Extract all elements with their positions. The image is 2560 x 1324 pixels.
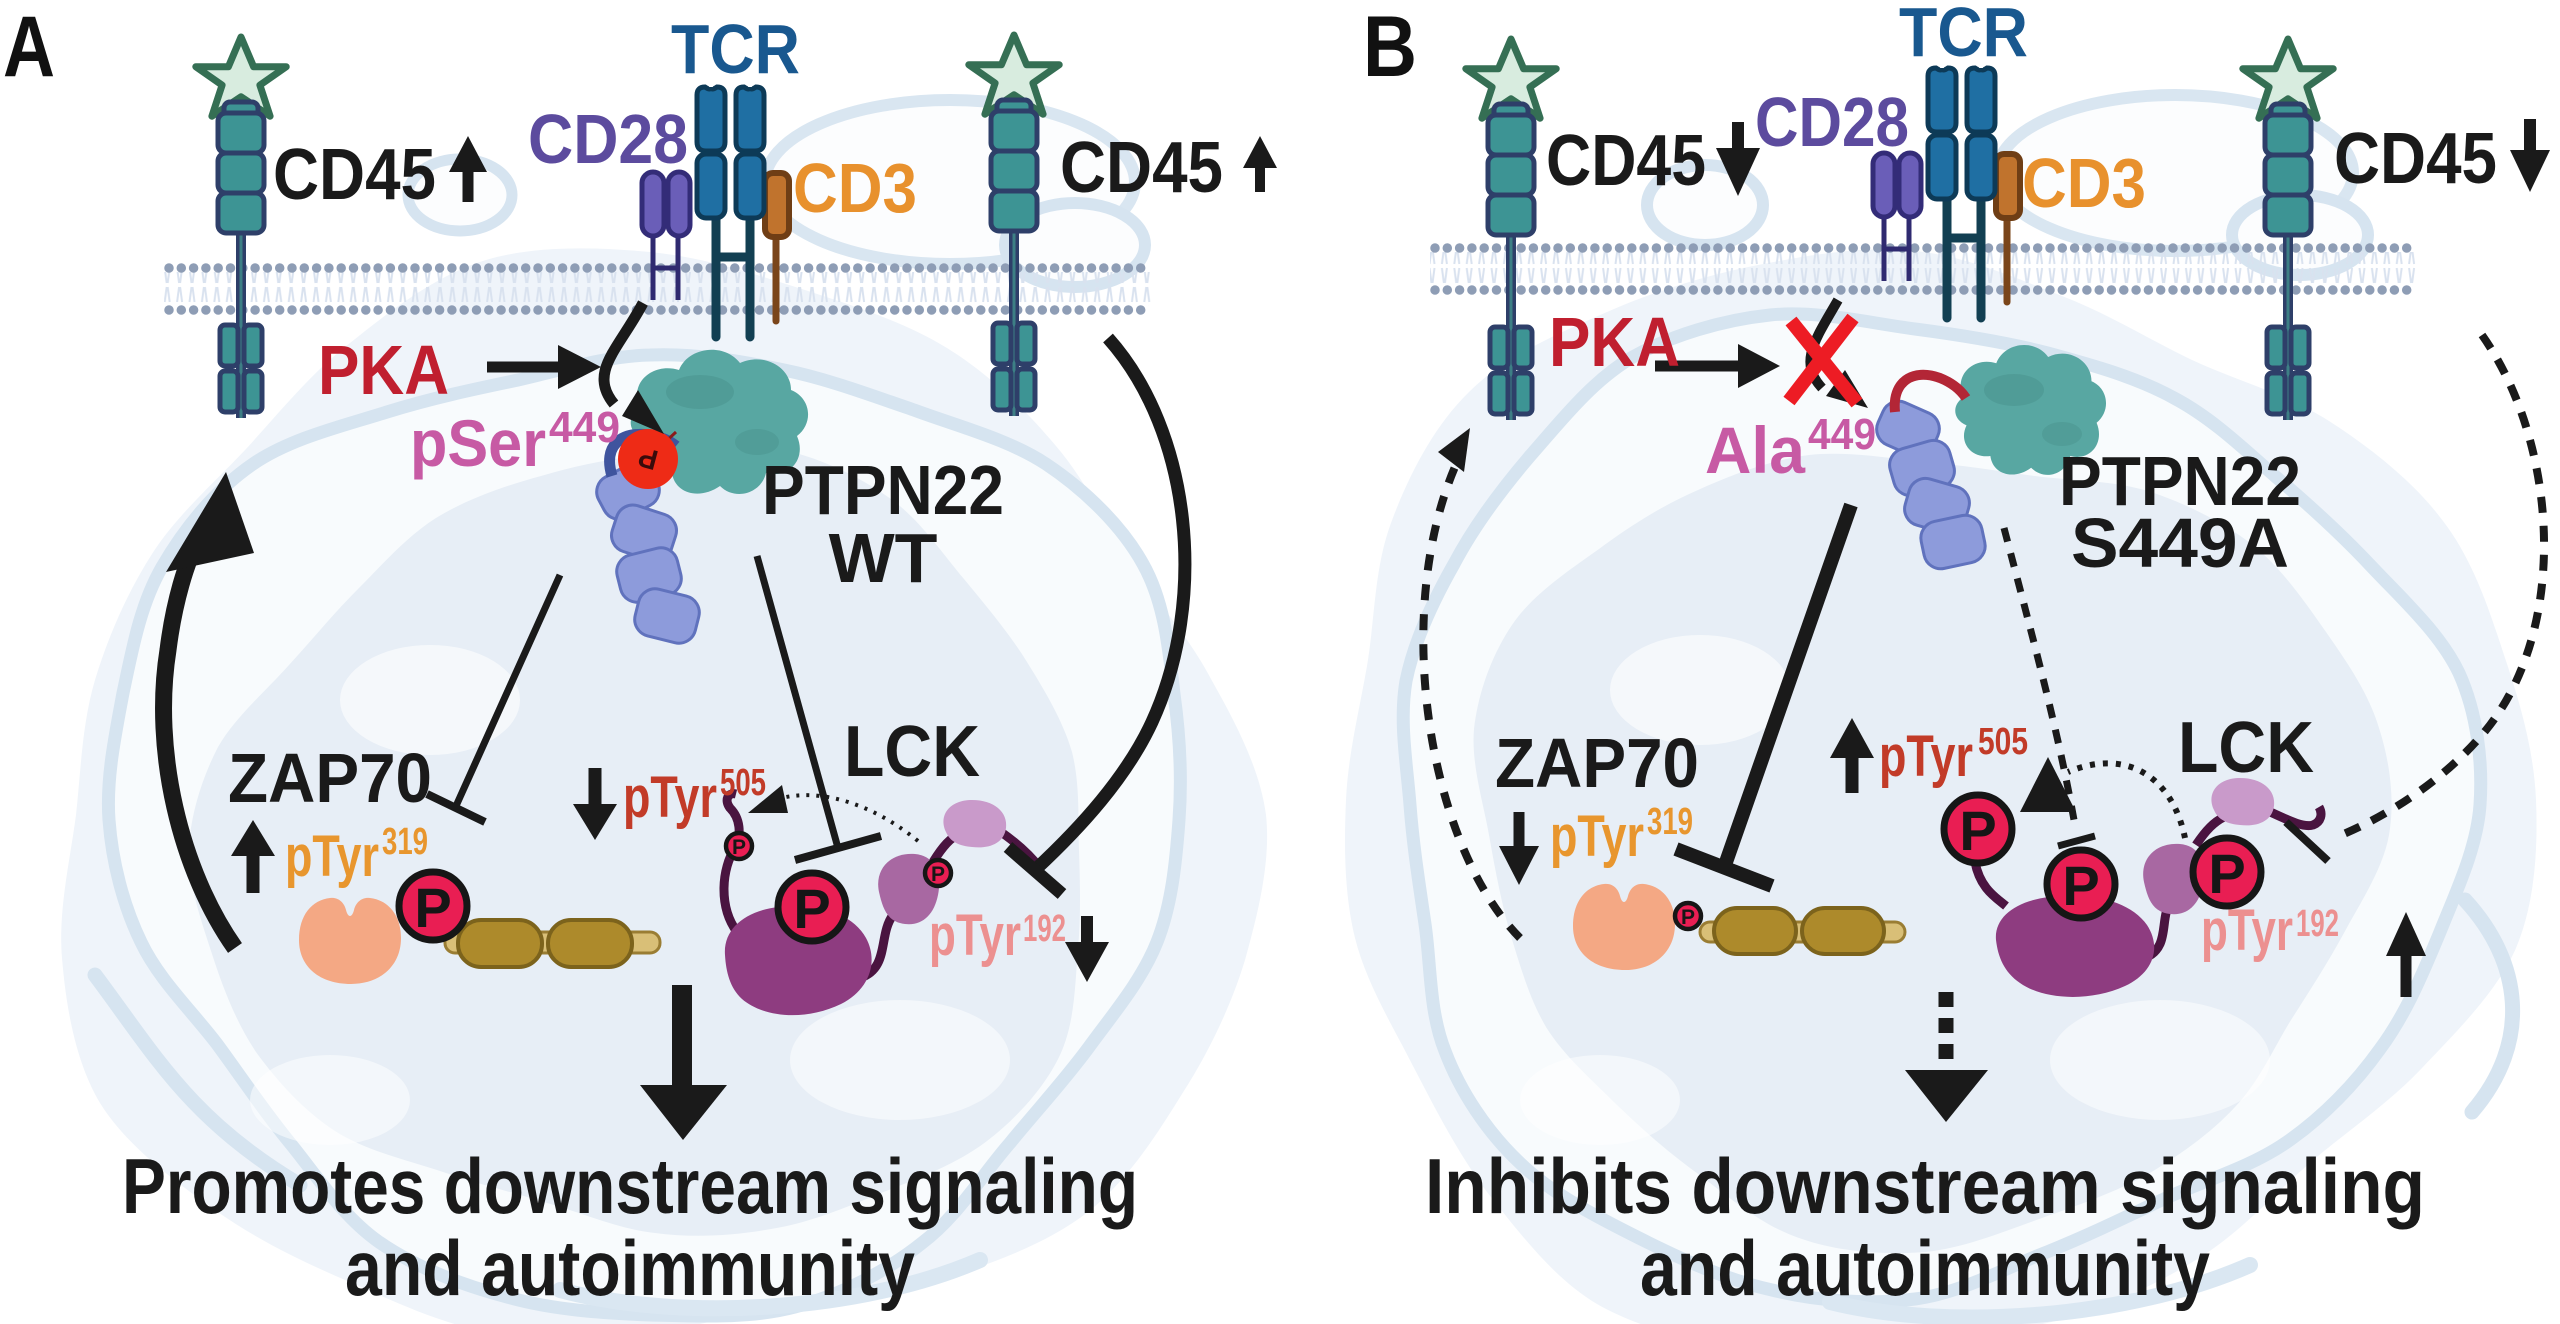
svg-text:A: A [3, 0, 55, 95]
svg-text:CD45: CD45 [1546, 121, 1706, 201]
svg-text:CD45: CD45 [1060, 128, 1223, 208]
svg-text:192: 192 [1023, 908, 1066, 950]
svg-text:Ala: Ala [1705, 413, 1806, 487]
svg-text:Promotes downstream signaling: Promotes downstream signaling [122, 1142, 1138, 1230]
svg-text:and autoimmunity: and autoimmunity [345, 1224, 915, 1312]
svg-text:449: 449 [549, 403, 620, 452]
svg-text:PKA: PKA [1549, 303, 1680, 381]
svg-text:pTyr: pTyr [285, 824, 379, 889]
svg-text:PKA: PKA [318, 331, 449, 409]
svg-text:319: 319 [382, 821, 428, 863]
svg-text:192: 192 [2296, 903, 2339, 945]
svg-text:TCR: TCR [671, 10, 800, 88]
svg-text:505: 505 [1978, 721, 2028, 763]
svg-text:pTyr: pTyr [623, 765, 717, 830]
svg-text:pTyr: pTyr [929, 903, 1021, 968]
svg-text:B: B [1363, 0, 1417, 95]
svg-text:CD45: CD45 [273, 135, 436, 215]
svg-text:pTyr: pTyr [1550, 804, 1644, 869]
svg-text:WT: WT [829, 519, 938, 597]
svg-text:505: 505 [720, 762, 766, 804]
svg-text:319: 319 [1647, 801, 1693, 843]
svg-text:and autoimmunity: and autoimmunity [1640, 1224, 2210, 1312]
svg-text:LCK: LCK [844, 712, 980, 792]
svg-text:CD3: CD3 [793, 149, 917, 227]
svg-text:PTPN22: PTPN22 [2059, 442, 2301, 520]
svg-text:449: 449 [1808, 410, 1876, 459]
svg-text:CD3: CD3 [2022, 144, 2146, 222]
svg-text:Inhibits downstream signaling: Inhibits downstream signaling [1425, 1142, 2425, 1230]
svg-text:pTyr: pTyr [1879, 724, 1973, 789]
svg-text:S449A: S449A [2071, 504, 2289, 582]
svg-text:CD28: CD28 [1755, 83, 1909, 161]
svg-text:TCR: TCR [1899, 0, 2028, 71]
svg-text:PTPN22: PTPN22 [762, 451, 1004, 529]
svg-text:LCK: LCK [2178, 708, 2314, 788]
svg-text:CD28: CD28 [528, 100, 688, 178]
svg-text:ZAP70: ZAP70 [228, 739, 432, 817]
svg-text:ZAP70: ZAP70 [1495, 724, 1699, 802]
svg-text:pSer: pSer [410, 406, 546, 480]
svg-text:CD45: CD45 [2334, 119, 2497, 199]
svg-text:pTyr: pTyr [2201, 898, 2293, 963]
